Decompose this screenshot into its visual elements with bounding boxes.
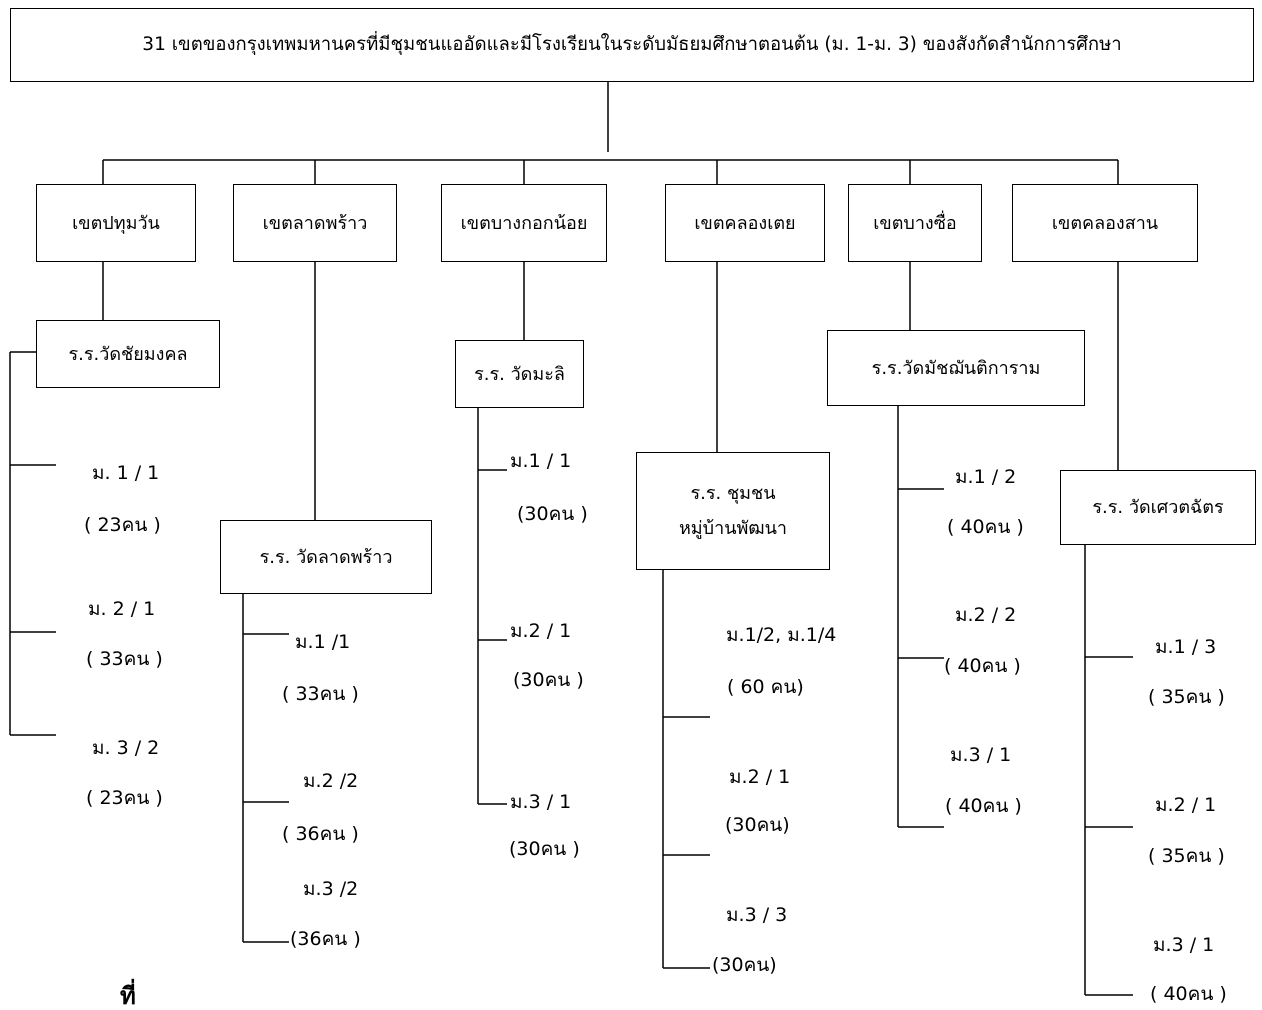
district-box-pathumwan: เขตปทุมวัน	[36, 184, 196, 262]
class-label: ม.2 / 1	[510, 620, 572, 642]
district-box-bangsue: เขตบางซื่อ	[848, 184, 982, 262]
class-label: ม.3 / 1	[510, 791, 572, 813]
figure-caption-fragment: ที่	[120, 982, 136, 1010]
class-count: (36คน )	[290, 928, 361, 950]
class-count: ( 33คน )	[86, 648, 163, 670]
class-count: ( 35คน )	[1148, 845, 1225, 867]
class-count: (30คน )	[513, 669, 584, 691]
class-label: ม.2 / 2	[955, 604, 1017, 626]
class-label: ม. 2 / 1	[88, 598, 156, 620]
class-count: (30คน)	[712, 954, 777, 976]
school-box-wat-ladprao: ร.ร. วัดลาดพร้าว	[220, 520, 432, 594]
class-count: ( 23คน )	[86, 787, 163, 809]
class-count: (30คน )	[517, 503, 588, 525]
school-box-wat-sawettachat: ร.ร. วัดเศวตฉัตร	[1060, 470, 1256, 545]
school-box-wat-chaimongkol: ร.ร.วัดชัยมงคล	[36, 320, 220, 388]
district-box-khlongsan: เขตคลองสาน	[1012, 184, 1198, 262]
class-label: ม.2 / 1	[1155, 794, 1217, 816]
class-count: ( 60 คน)	[727, 676, 804, 698]
school-box-wat-mali: ร.ร. วัดมะลิ	[455, 340, 584, 408]
class-label: ม. 1 / 1	[92, 462, 160, 484]
class-count: (30คน)	[725, 814, 790, 836]
class-label: ม.1 / 3	[1155, 636, 1217, 658]
district-box-bangkoknoi: เขตบางกอกน้อย	[441, 184, 607, 262]
class-count: ( 23คน )	[84, 514, 161, 536]
district-box-khlongtoei: เขตคลองเตย	[665, 184, 825, 262]
class-label: ม.1 / 1	[510, 450, 572, 472]
class-count: ( 40คน )	[945, 795, 1022, 817]
school-box-wat-matchantikaram: ร.ร.วัดมัชฌันติการาม	[827, 330, 1085, 406]
class-label: ม. 3 / 2	[92, 737, 160, 759]
root-box: 31 เขตของกรุงเทพมหานครที่มีชุมชนแออัดและ…	[10, 8, 1254, 82]
class-count: ( 35คน )	[1148, 686, 1225, 708]
class-count: ( 40คน )	[1150, 983, 1227, 1005]
school-box-chumchon-mubanphatthana: ร.ร. ชุมชน หมู่บ้านพัฒนา	[636, 452, 830, 570]
class-count: (30คน )	[509, 838, 580, 860]
class-label: ม.2 / 1	[729, 766, 791, 788]
class-label: ม.3 /2	[303, 878, 359, 900]
class-label: ม.3 / 1	[950, 744, 1012, 766]
class-count: ( 36คน )	[282, 823, 359, 845]
class-label: ม.3 / 3	[726, 904, 788, 926]
class-label: ม.3 / 1	[1153, 934, 1215, 956]
class-count: ( 40คน )	[947, 516, 1024, 538]
class-label: ม.2 /2	[303, 770, 359, 792]
class-count: ( 33คน )	[282, 683, 359, 705]
class-count: ( 40คน )	[944, 655, 1021, 677]
class-label: ม.1/2, ม.1/4	[726, 624, 837, 646]
district-box-ladprao: เขตลาดพร้าว	[233, 184, 397, 262]
class-label: ม.1 / 2	[955, 466, 1017, 488]
school-name-line1: ร.ร. ชุมชน	[690, 483, 776, 504]
school-name-line2: หมู่บ้านพัฒนา	[678, 518, 788, 539]
class-label: ม.1 /1	[295, 631, 351, 653]
